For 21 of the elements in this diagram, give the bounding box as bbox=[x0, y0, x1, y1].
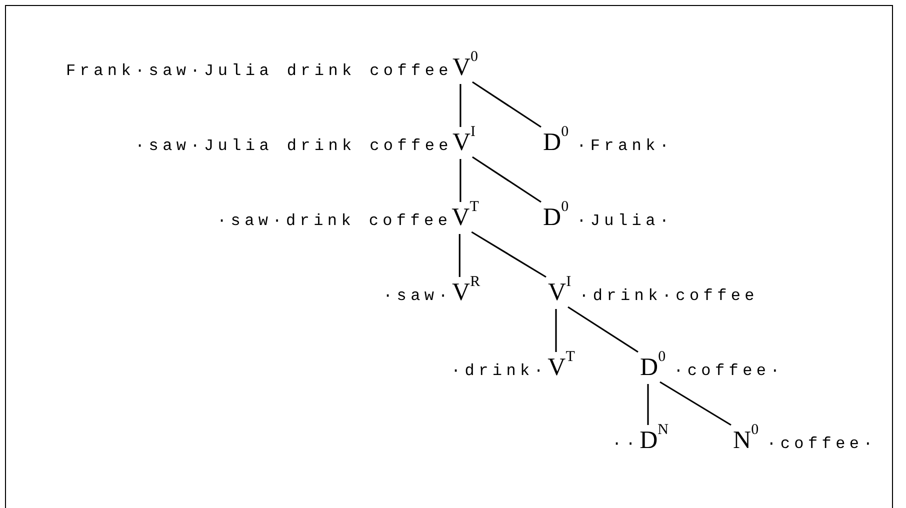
tree-branch bbox=[460, 159, 462, 202]
string-label: ·drink·coffee bbox=[579, 287, 758, 305]
tree-branch bbox=[568, 306, 638, 353]
string-label: ·coffee· bbox=[674, 362, 784, 380]
tree-branch bbox=[555, 309, 557, 352]
tree-branch bbox=[472, 156, 542, 203]
string-label: ·coffee· bbox=[766, 435, 877, 453]
tree-branch bbox=[458, 234, 460, 277]
string-label: Frank·saw·Julia drink coffee bbox=[66, 62, 452, 80]
tree-branch bbox=[472, 81, 542, 128]
string-label: ·Julia· bbox=[576, 212, 674, 230]
tree-branch bbox=[460, 84, 462, 127]
string-label: ·saw·drink coffee bbox=[217, 212, 452, 230]
string-label: ·saw· bbox=[383, 287, 452, 305]
string-label: ·Frank· bbox=[576, 137, 674, 155]
tree-branch bbox=[471, 231, 546, 278]
string-label: ·· bbox=[612, 435, 640, 453]
tree-branch bbox=[647, 384, 649, 425]
tree-branch bbox=[660, 381, 732, 426]
string-label: ·drink· bbox=[451, 362, 548, 380]
string-label: ·saw·Julia drink coffee bbox=[135, 137, 452, 155]
